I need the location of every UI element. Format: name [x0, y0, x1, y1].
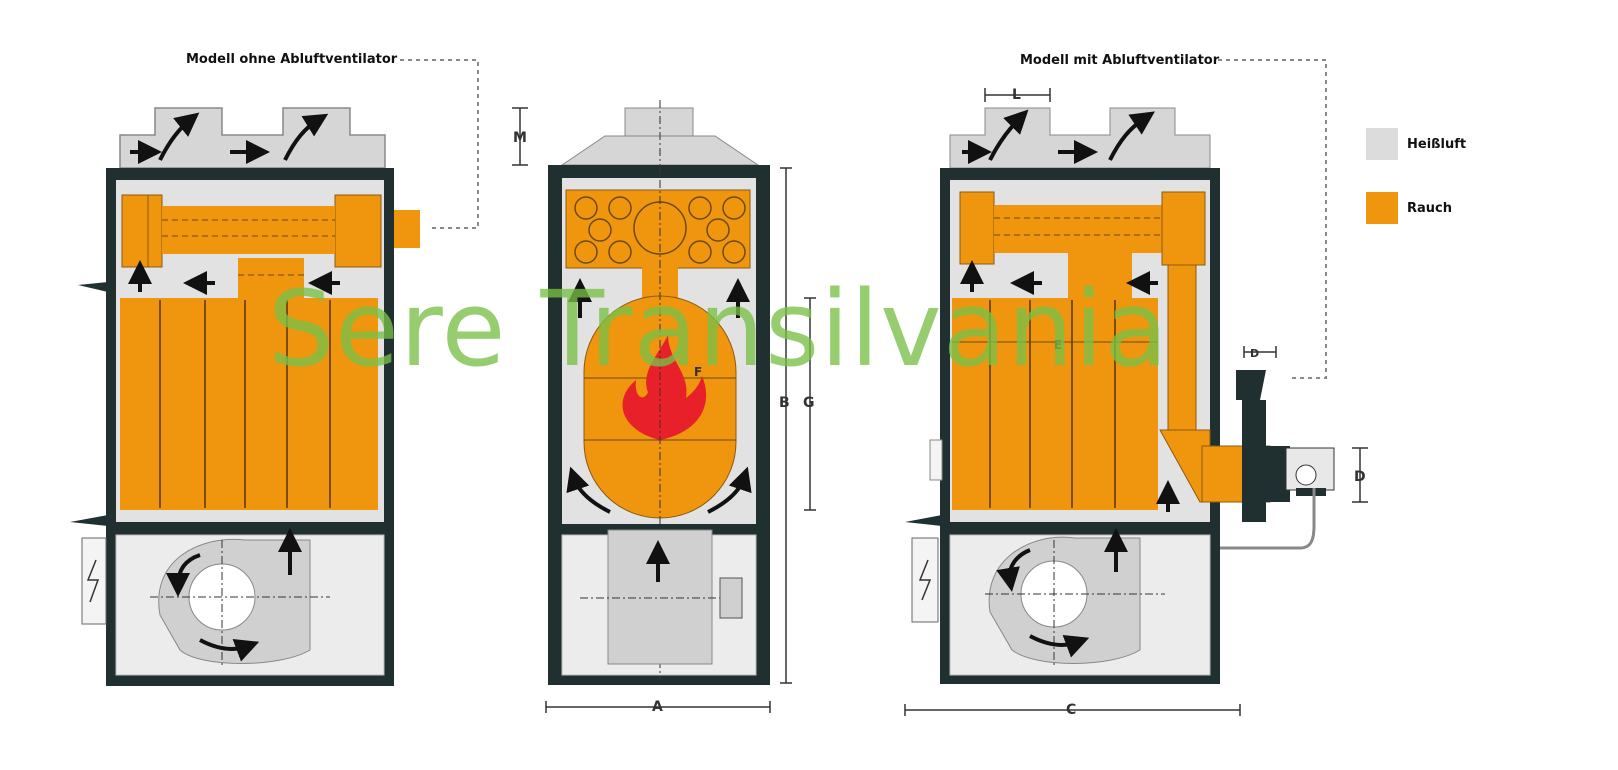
legend-swatch-smoke [1366, 192, 1398, 224]
watermark: Sere Transilvania [268, 268, 1169, 390]
dim-d-side: D [1354, 469, 1366, 485]
dim-d-outlet: D [1250, 347, 1259, 360]
caption-model-with-exhaust-fan: Modell mit Abluftventilator [1020, 53, 1220, 68]
leader-lines [400, 59, 1327, 379]
dim-c: C [1066, 702, 1076, 718]
legend-label-smoke: Rauch [1407, 201, 1452, 216]
unit-without-exhaust-fan [70, 107, 420, 686]
dim-g: G [803, 395, 815, 411]
legend-swatch-hot-air [1366, 128, 1398, 160]
legend-label-hot-air: Heißluft [1407, 137, 1467, 152]
dim-m: M [513, 130, 527, 146]
dim-b: B [779, 395, 790, 411]
unit-front-view [512, 100, 816, 713]
caption-model-without-exhaust-fan: Modell ohne Abluftventilator [186, 52, 398, 67]
dim-f: F [694, 365, 702, 379]
unit-with-exhaust-fan [904, 88, 1368, 716]
dim-a: A [652, 699, 663, 715]
dim-l: L [1012, 87, 1021, 103]
dim-e: E [1054, 338, 1062, 352]
